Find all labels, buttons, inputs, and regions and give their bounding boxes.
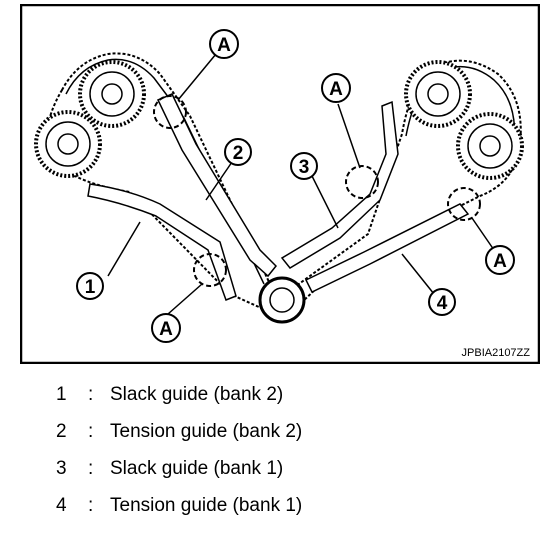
legend-number: 4 <box>56 495 67 516</box>
legend-number: 1 <box>56 384 67 405</box>
legend-separator: : <box>88 421 94 442</box>
legend-item-2: 2 : Tension guide (bank 2) <box>56 421 536 458</box>
svg-text:2: 2 <box>233 143 244 164</box>
detail-circle-a4 <box>447 187 481 221</box>
legend-number: 3 <box>56 458 67 479</box>
callout-a-2: A <box>151 313 181 343</box>
camshaft-sprocket-bank-1-upper <box>404 60 472 128</box>
camshaft-sprocket-bank-2-lower <box>34 110 102 178</box>
legend-separator: : <box>88 384 94 405</box>
tension-guide-bank-1 <box>304 203 470 293</box>
svg-text:A: A <box>159 319 173 340</box>
svg-text:4: 4 <box>437 293 448 314</box>
legend-item-1: 1 : Slack guide (bank 2) <box>56 384 536 421</box>
legend: 1 : Slack guide (bank 2) 2 : Tension gui… <box>56 384 536 532</box>
diagram-canvas: A A A A 1 2 3 4 JP <box>20 4 540 364</box>
crankshaft-sprocket <box>258 276 306 324</box>
camshaft-sprocket-bank-2-upper <box>78 60 146 128</box>
slack-guide-bank-2 <box>87 183 237 301</box>
legend-number: 2 <box>56 421 67 442</box>
callout-a-1: A <box>209 29 239 59</box>
timing-chain-diagram: A A A A 1 2 3 4 JP <box>20 4 540 364</box>
legend-text: Tension guide (bank 1) <box>110 495 303 516</box>
timing-chain-bank-2 <box>46 52 277 314</box>
callout-a-3: A <box>321 73 351 103</box>
callout-1: 1 <box>76 272 104 300</box>
svg-text:A: A <box>329 79 343 100</box>
svg-text:A: A <box>493 251 507 272</box>
detail-circle-a2 <box>193 253 227 287</box>
figure-code: JPBIA2107ZZ <box>462 347 531 359</box>
legend-text: Tension guide (bank 2) <box>110 421 303 442</box>
legend-separator: : <box>88 458 94 479</box>
legend-separator: : <box>88 495 94 516</box>
timing-chain-bank-1 <box>283 59 522 306</box>
callout-3: 3 <box>290 152 318 180</box>
detail-circle-a3 <box>345 165 379 199</box>
legend-item-4: 4 : Tension guide (bank 1) <box>56 495 536 532</box>
callout-4: 4 <box>428 288 456 316</box>
svg-text:A: A <box>217 35 231 56</box>
callout-2: 2 <box>224 138 252 166</box>
callout-a-4: A <box>485 245 515 275</box>
detail-circle-a1 <box>153 95 187 129</box>
legend-item-3: 3 : Slack guide (bank 1) <box>56 458 536 495</box>
legend-text: Slack guide (bank 2) <box>110 384 284 405</box>
slack-guide-bank-1 <box>280 100 399 269</box>
legend-text: Slack guide (bank 1) <box>110 458 284 479</box>
svg-text:1: 1 <box>85 277 96 298</box>
svg-text:3: 3 <box>299 157 310 178</box>
camshaft-sprocket-bank-1-lower <box>456 112 524 180</box>
